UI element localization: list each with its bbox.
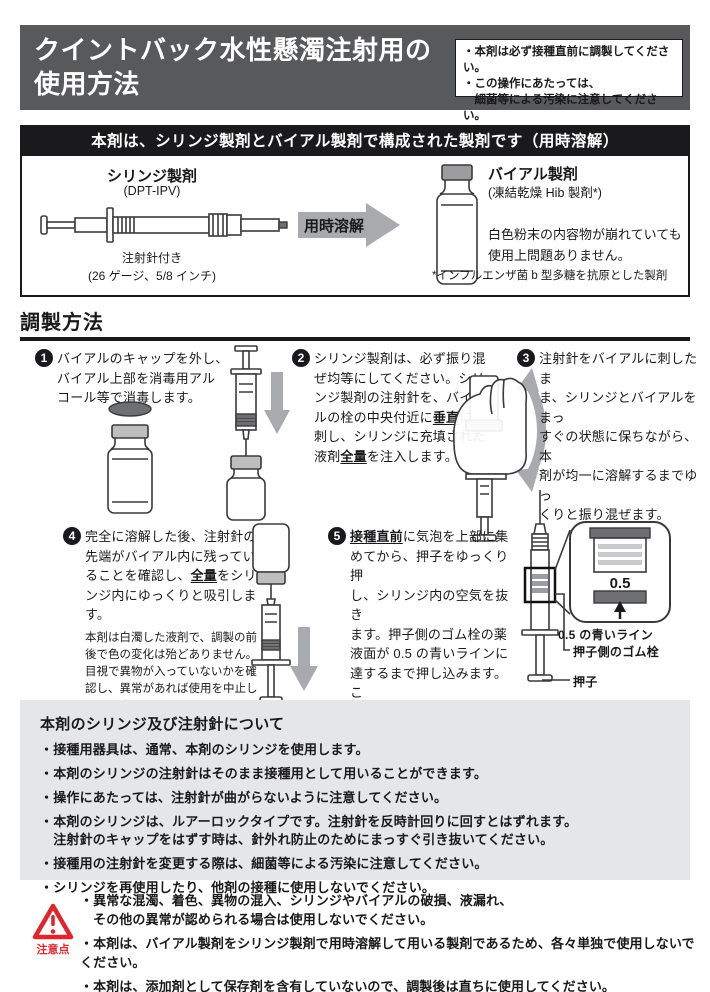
hand-shake-illustration	[453, 368, 546, 542]
vial-product-sub: (凍結乾燥 Hib 製剤*)	[488, 186, 602, 200]
step-2-text: シリンジ製剤は、必ず振り混 ぜ均等にしてください。シリ ンジ製剤の注射針を、バイ…	[314, 351, 486, 464]
step-number-badge: 4	[63, 527, 81, 545]
step-5-diagram: 0.5 0.5 の青いライン 押子側のゴム栓 押子	[520, 488, 698, 704]
vial-cap-off-illustration	[107, 401, 153, 514]
right-arrow-icon: 用時溶解	[298, 203, 400, 247]
caution-item: ・本剤は、バイアル製剤をシリンジ製剤で用時溶解して用いる製剤であるため、各々単独…	[80, 936, 695, 970]
page-title: クイントバック水性懸濁注射用の 使用方法	[34, 35, 432, 99]
preparation-heading: 調製方法	[20, 312, 104, 334]
blue-line-label: 0.5 の青いライン	[558, 628, 654, 642]
composition-banner: 本剤は、シリンジ製剤とバイアル製剤で構成された製剤です（用時溶解）	[22, 127, 688, 156]
arrow-label: 用時溶解	[304, 217, 364, 235]
info-item: ・本剤のシリンジは、ルアーロックタイプです。注射針を反時計回りに回すとはずれます…	[40, 814, 578, 847]
step-number-badge: 3	[517, 349, 535, 367]
syringe-magnifier-illustration: 0.5	[521, 490, 671, 682]
down-arrow-icon	[290, 627, 318, 691]
info-item: ・本剤のシリンジの注射針はそのまま接種用として用いることができます。	[40, 766, 488, 781]
vial-note: 白色粉末の内容物が崩れていても 使用上問題ありません。	[488, 227, 682, 263]
step-number-badge: 1	[35, 349, 53, 367]
step-3-text: 注射針をバイアルに刺したま ま、シリンジとバイアルをまっ すぐの状態に保ちながら…	[539, 351, 698, 522]
syringe-caption-needle: 注射針付き	[121, 251, 182, 265]
composition-box: 本剤は、シリンジ製剤とバイアル製剤で構成された製剤です（用時溶解） シリンジ製剤…	[20, 125, 690, 297]
caution-item: ・本剤は、添加剤として保存剤を含有していないので、調製後は直ちに使用してください…	[80, 979, 616, 992]
syringe-caption-gauge: (26 ゲージ、5/8 インチ)	[87, 269, 217, 283]
syringe-info-box: 本剤のシリンジ及び注射針について ・接種用器具は、通常、本剤のシリンジを使用しま…	[20, 700, 690, 895]
inverted-vial-syringe-illustration	[251, 523, 291, 704]
plunger-label: 押子	[573, 675, 598, 689]
gum-stopper-label: 押子側のゴム栓	[573, 645, 660, 659]
caution-list: ・異常な混濁、着色、異物の混入、シリンジやバイアルの破損、液漏れ、 その他の異常…	[80, 891, 695, 992]
caution-icon-block: 注意点	[30, 903, 76, 957]
vial-illustration	[436, 164, 478, 285]
step-number-badge: 2	[292, 349, 310, 367]
syringe-info-title: 本剤のシリンジ及び注射針について	[40, 716, 285, 733]
step-4-text: 完全に溶解した後、注射針の 先端がバイアル内に残ってい ることを確認し、全量をシ…	[85, 529, 257, 622]
caution-triangle-icon	[32, 903, 74, 940]
syringe-horizontal-illustration	[40, 207, 288, 243]
vial-footnote: *インフルエンザ菌 b 型多糖を抗原とした製剤	[432, 270, 668, 282]
info-item: ・接種用の注射針を変更する際は、細菌等による汚染に注意してください。	[40, 856, 488, 871]
header-notice-box: ・本剤は必ず接種直前に調製してください。 ・この操作にあたっては、 細菌等による…	[455, 39, 683, 122]
heading-rule	[20, 337, 690, 341]
syringe-into-vial-illustration	[226, 345, 266, 521]
caution-label: 注意点	[36, 944, 70, 956]
syringe-product-name: シリンジ製剤	[106, 168, 197, 185]
info-item: ・シリンジを再使用したり、他剤の接種に使用しないでください。	[40, 880, 436, 895]
header-band: クイントバック水性懸濁注射用の 使用方法 ・本剤は必ず接種直前に調製してください…	[20, 25, 690, 122]
syringe-product-sub: (DPT-IPV)	[123, 184, 181, 198]
down-arrow-icon	[264, 372, 290, 434]
step-number-badge: 5	[328, 527, 346, 545]
info-item: ・操作にあたっては、注射針が曲がらないように注意してください。	[40, 790, 448, 805]
dose-mark-label: 0.5	[610, 575, 631, 592]
vial-product-name: バイアル製剤	[488, 166, 578, 183]
step-1-text: バイアルのキャップを外し、 バイアル上部を消毒用アル コール等で消毒します。	[57, 351, 229, 405]
caution-item: ・異常な混濁、着色、異物の混入、シリンジやバイアルの破損、液漏れ、 その他の異常…	[80, 893, 513, 927]
info-item: ・接種用器具は、通常、本剤のシリンジを使用します。	[40, 742, 369, 757]
